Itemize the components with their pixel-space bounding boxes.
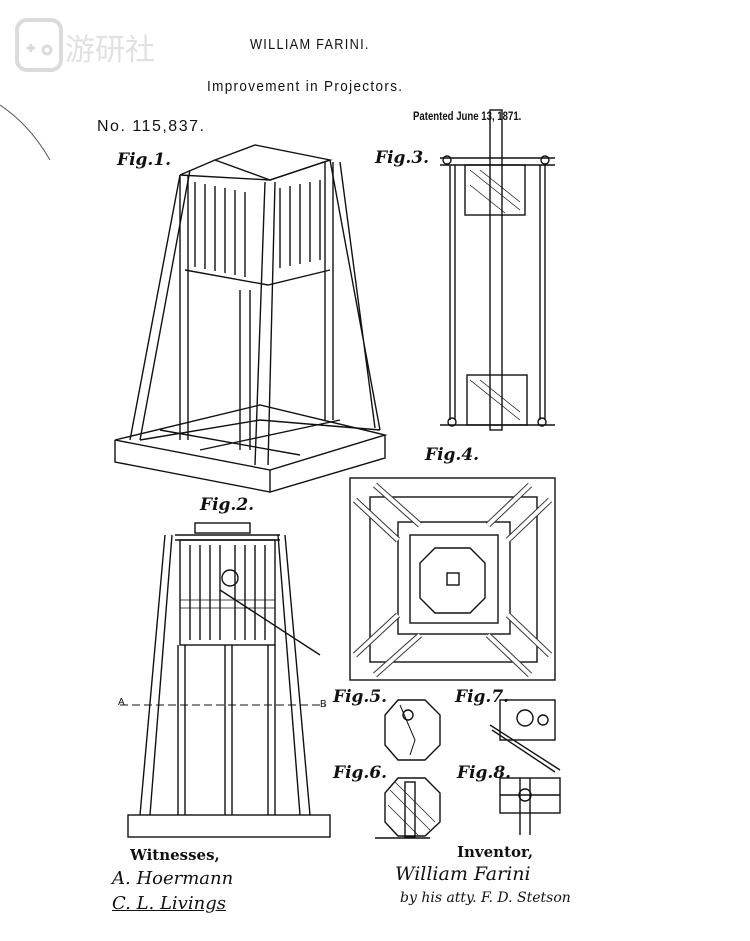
patent-number: No. 115,837.	[97, 118, 206, 135]
section-mark-b: B	[320, 699, 327, 710]
fig4-label: Fig.4.	[425, 445, 480, 465]
fig1-drawing	[114, 144, 388, 493]
fig1-label: Fig.1.	[117, 150, 172, 170]
patent-date: Patented June 13, 1871.	[413, 109, 522, 123]
inventor-label: Inventor,	[457, 843, 534, 861]
inventor-signature: William Farini	[395, 863, 531, 885]
svg-text:游研社: 游研社	[65, 33, 155, 68]
fig5-label: Fig.5.	[333, 687, 388, 707]
fig2-label: Fig.2.	[200, 495, 255, 515]
section-mark-a: A	[118, 697, 125, 708]
fig7-label: Fig.7.	[455, 687, 510, 707]
witness-signature-1: A. Hoermann	[112, 868, 234, 889]
attorney-signature: by his atty. F. D. Stetson	[400, 890, 571, 906]
fig3-label: Fig.3.	[375, 148, 430, 168]
fig6-label: Fig.6.	[333, 763, 388, 783]
fig7-drawing	[489, 699, 561, 773]
patent-title: Improvement in Projectors.	[207, 78, 404, 95]
witness-signature-2: C. L. Livings	[112, 893, 226, 914]
inventor-name-heading: WILLIAM FARINI.	[250, 36, 370, 53]
witnesses-label: Witnesses,	[130, 846, 220, 864]
fig3-drawing	[440, 109, 555, 431]
fig8-drawing	[499, 777, 561, 835]
fig5-drawing	[384, 699, 441, 761]
watermark-logo: 游研社	[15, 18, 155, 72]
fig8-label: Fig.8.	[457, 763, 512, 783]
fig4-drawing	[349, 477, 556, 681]
fig2-drawing	[120, 522, 331, 838]
fig6-drawing	[375, 777, 441, 839]
